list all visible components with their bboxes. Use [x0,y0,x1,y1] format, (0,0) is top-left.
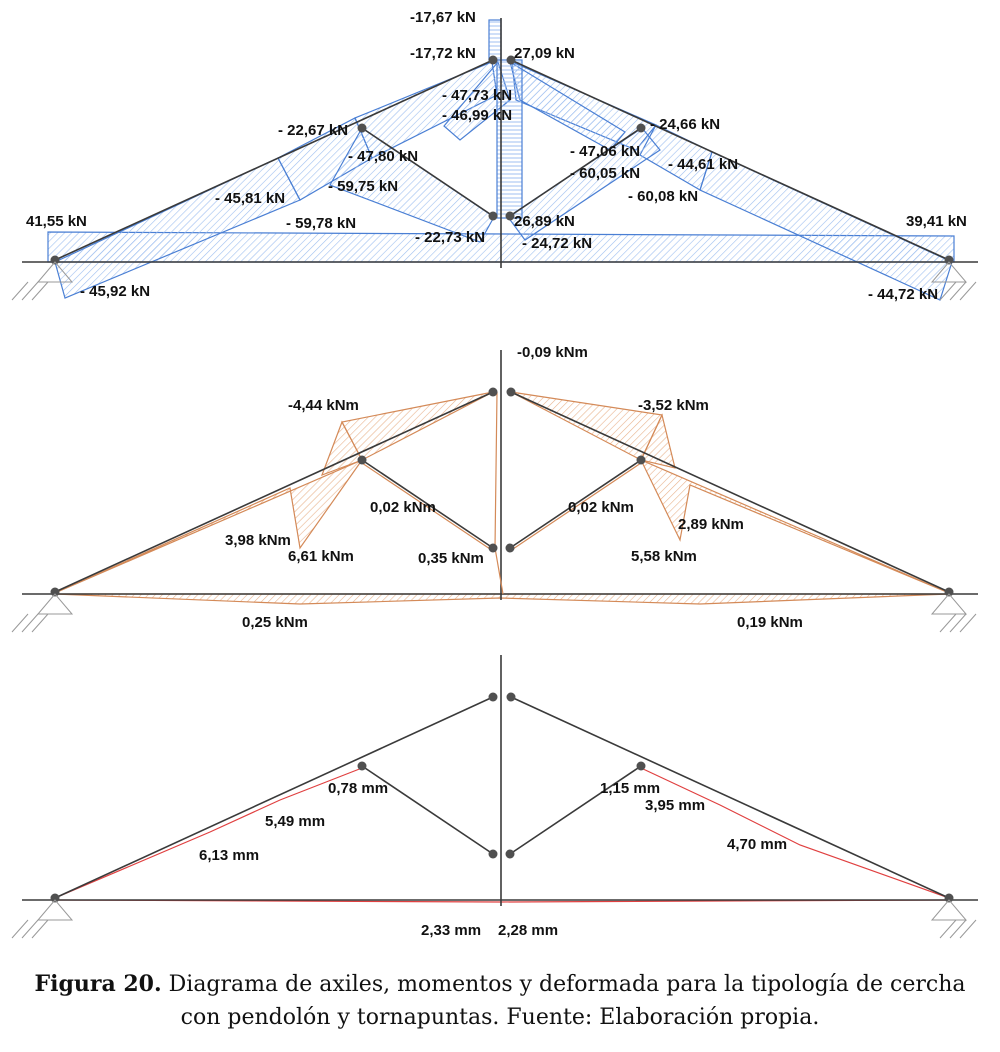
moment-label-strut-right: 0,02 kNm [568,499,634,516]
axial-label-strut-top-b: - 46,99 kN [442,107,512,124]
axial-label-chord-left: 41,55 kN [26,213,87,230]
truss-members-moment [22,350,978,600]
moment-fill-rafter-left-low [54,458,364,594]
figure-caption-label: Figura 20. [34,971,162,997]
axial-label-chord-right: 39,41 kN [906,213,967,230]
strut-right [509,459,642,549]
deformed-shape-panel: 0,78 mm 1,15 mm 5,49 mm 6,13 mm 3,95 mm … [11,655,978,939]
truss-nodes-deformed [50,692,954,903]
deform-label-rafter-left-a: 5,49 mm [265,813,325,830]
axial-label-rafter-left-b: - 45,81 kN [215,190,285,207]
axial-label-rafter-right-c: - 60,08 kN [628,188,698,205]
rafter-right [510,696,950,899]
figure-caption: Figura 20. Diagrama de axiles, momentos … [20,968,980,1034]
axial-label-strut-right-b: - 60,05 kN [570,165,640,182]
supports-axial [11,261,977,301]
axial-label-strut-right: - 47,06 kN [570,143,640,160]
deform-label-rafter-right-b: 4,70 mm [727,836,787,853]
rafter-right [510,59,950,261]
supports-moment [11,593,977,633]
axial-label-strut-left: - 47,80 kN [348,148,418,165]
truss-nodes-moment [50,387,954,597]
axial-label-rafter-right-mid: - 24,66 kN [650,116,720,133]
axial-label-post-bottom-left: - 22,73 kN [415,229,485,246]
rafter-left [54,696,494,899]
axial-label-rafter-left-c: - 59,75 kN [328,178,398,195]
axial-diagram-fills [47,60,955,301]
truss-diagram-figure: -17,67 kN -17,72 kN 27,09 kN - 47,73 kN … [11,9,978,939]
axial-label-post-bottom-right-b: - 24,72 kN [522,235,592,252]
axial-fill-rafter-left-low [54,157,301,299]
moment-label-rafter-right-node: 5,58 kNm [631,548,697,565]
deform-label-strut-node-left: 0,78 mm [328,780,388,797]
moment-fill-rafter-left-mid [320,420,363,477]
moment-label-rafter-right-low: 2,89 kNm [678,516,744,533]
rafter-left [54,391,494,593]
deform-label-rafter-left-b: 6,13 mm [199,847,259,864]
moment-fill-chord [54,593,950,605]
moment-label-rafter-left-node: 6,61 kNm [288,548,354,565]
truss-members-axial [22,18,978,268]
deform-label-rafter-right-a: 3,95 mm [645,797,705,814]
rafter-left [54,59,494,261]
axial-label-rafter-left-mid: - 22,67 kN [278,122,348,139]
moment-label-chord-left: 0,25 kNm [242,614,308,631]
moment-label-post-top: -0,09 kNm [517,344,588,361]
deform-label-chord-left: 2,33 mm [421,922,481,939]
supports-deformed [11,899,977,939]
moment-label-post-bottom: 0,35 kNm [418,550,484,567]
strut-left [361,127,494,217]
moment-label-rafter-left-low: 3,98 kNm [225,532,291,549]
truss-members-deformed [22,655,978,906]
deform-label-chord-right: 2,28 mm [498,922,558,939]
moment-label-rafter-left-top: -4,44 kNm [288,397,359,414]
rafter-right [510,391,950,593]
axial-label-post-bottom-right: 26,89 kN [514,213,575,230]
axial-fill-post [488,19,502,61]
axial-label-support-right: - 44,72 kN [868,286,938,303]
deformed-shape-lines [54,767,950,903]
moment-label-chord-right: 0,19 kNm [737,614,803,631]
moment-label-rafter-right-top: -3,52 kNm [638,397,709,414]
axial-label-support-left: - 45,92 kN [80,283,150,300]
deform-label-strut-node-right: 1,15 mm [600,780,660,797]
axial-label-rafter-right-b: - 44,61 kN [668,156,738,173]
truss-nodes-axial [50,55,954,265]
strut-right [509,127,642,217]
bending-moment-panel: -0,09 kNm -4,44 kNm -3,52 kNm 0,02 kNm 0… [11,344,978,633]
strut-left [361,765,494,855]
axial-force-panel: -17,67 kN -17,72 kN 27,09 kN - 47,73 kN … [11,9,978,303]
moment-label-strut-left: 0,02 kNm [370,499,436,516]
figure-caption-text: Diagrama de axiles, momentos y deformada… [168,972,966,1030]
axial-label-post-left: -17,72 kN [410,45,476,62]
axial-label-chord-mid: - 59,78 kN [286,215,356,232]
strut-right [509,765,642,855]
moment-fill-rafter-right-low [639,458,950,594]
axial-label-post-top: -17,67 kN [410,9,476,26]
strut-left [361,459,494,549]
axial-label-post-right: 27,09 kN [514,45,575,62]
axial-label-strut-top-a: - 47,73 kN [442,87,512,104]
moment-diagram-fills [54,391,950,605]
